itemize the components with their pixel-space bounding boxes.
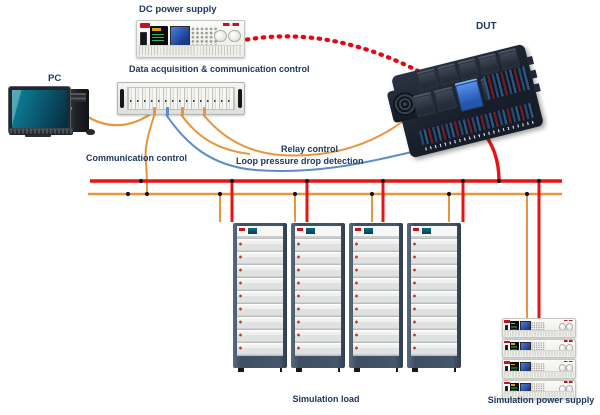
power-switch	[504, 324, 509, 333]
relay-cube	[433, 86, 458, 113]
cabinet-controller	[237, 226, 283, 237]
orange-drops-to-loads	[219, 194, 450, 222]
simulation-load-label: Simulation load	[292, 394, 360, 404]
dc-power-supply-device	[136, 20, 245, 58]
loop-detection-label: Loop pressure drop detection	[236, 156, 364, 166]
simulation-load-cabinet	[291, 223, 345, 372]
vent-grille	[504, 350, 574, 357]
cabinet-controller	[295, 226, 341, 237]
red-drops-to-loads	[230, 181, 465, 222]
simulation-psu-unit	[502, 359, 576, 379]
power-switch	[504, 345, 509, 353]
readout-display	[509, 341, 519, 353]
accent-stripe	[564, 360, 574, 363]
current-knob	[227, 29, 241, 43]
load-modules	[353, 226, 399, 356]
vent-grille	[504, 329, 574, 336]
accent-stripe	[564, 319, 574, 322]
keypad	[530, 383, 545, 394]
vent-grille	[139, 44, 242, 56]
simulation-load-cabinet	[349, 223, 403, 372]
power-switch	[504, 365, 509, 374]
load-modules	[411, 226, 457, 356]
relay-control-label: Relay control	[281, 144, 339, 154]
loop-detection-wire	[164, 112, 425, 172]
load-modules	[237, 226, 283, 356]
simulation-power-supply-label: Simulation power supply	[487, 395, 595, 405]
communication-control-label: Communication control	[86, 153, 187, 163]
blue-wire-stub	[166, 107, 169, 116]
keypad	[530, 321, 545, 332]
pc-mouse	[86, 129, 95, 135]
orange-wire-stub	[153, 107, 156, 116]
dut-label: DUT	[476, 21, 497, 32]
keypad	[190, 26, 219, 46]
daq-label: Data acquisition & communication control	[129, 64, 310, 74]
relay-control-wire-branch	[179, 112, 251, 155]
brand-logo	[504, 340, 510, 344]
pc-monitor-base	[25, 134, 51, 137]
keypad	[530, 342, 545, 353]
load-modules	[295, 226, 341, 356]
brand-logo	[139, 23, 151, 29]
vent-grille	[504, 391, 574, 398]
dc-power-supply-label: DC power supply	[139, 4, 217, 15]
readout-display	[509, 382, 519, 394]
simulation-psu-unit	[502, 318, 576, 338]
brand-logo	[504, 320, 510, 323]
readout-display	[149, 25, 168, 47]
rack-handle-left	[120, 89, 124, 108]
keypad	[530, 362, 545, 373]
vent-grille	[504, 370, 574, 377]
simulation-load-cabinet	[233, 223, 287, 372]
power-switch	[504, 386, 509, 394]
voltage-knob	[213, 29, 227, 43]
readout-display	[509, 362, 519, 374]
pc-monitor	[9, 87, 70, 133]
readout-display	[509, 321, 519, 333]
cabinet-controller	[411, 226, 457, 237]
orange-wire-stub	[181, 107, 184, 116]
pc-keyboard	[9, 128, 73, 135]
brand-logo	[504, 381, 510, 385]
pc-to-daq-wire	[87, 112, 153, 127]
blue-relay-cube	[454, 78, 484, 112]
cabinet-controller	[353, 226, 399, 237]
communication-control-wire	[144, 112, 156, 194]
relay-cube	[412, 91, 436, 118]
orange-wire-stub	[203, 107, 206, 116]
power-switch	[140, 31, 147, 48]
daq-chassis	[117, 82, 245, 116]
junction-dots	[125, 178, 542, 197]
simulation-psu-unit	[502, 379, 576, 399]
simulation-load-cabinet	[407, 223, 461, 372]
dc-to-dut-dashed-wire	[236, 34, 425, 76]
brand-logo	[504, 361, 510, 364]
accent-stripe	[564, 340, 574, 342]
relay-cube	[416, 68, 439, 91]
accent-stripe	[222, 22, 241, 26]
simulation-psu-unit	[502, 338, 576, 358]
relay-cube	[457, 57, 480, 81]
pc-label: PC	[48, 73, 62, 84]
accent-stripe	[564, 381, 574, 383]
rack-handle-right	[238, 89, 242, 108]
relay-control-wire	[201, 112, 407, 157]
simulation-power-supply-stack	[502, 318, 576, 400]
